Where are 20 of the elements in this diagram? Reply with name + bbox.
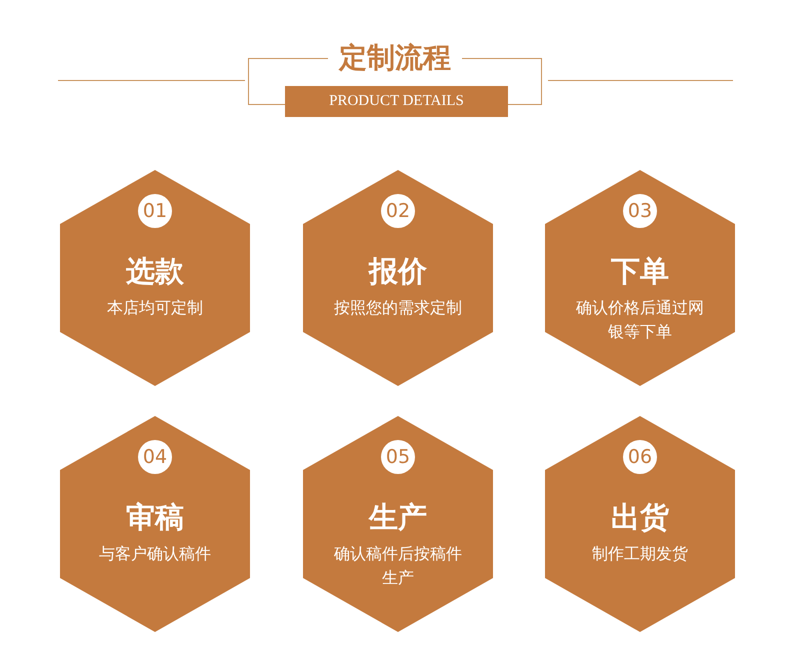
step-description: 确认稿件后按稿件生产 bbox=[333, 543, 463, 589]
hexagon-card bbox=[545, 170, 735, 386]
step-description: 制作工期发货 bbox=[591, 543, 689, 565]
step-title: 选款 bbox=[125, 253, 185, 290]
title: 定制流程 bbox=[338, 40, 452, 76]
step-description: 与客户确认稿件 bbox=[98, 543, 212, 565]
step-description: 确认价格后通过网银等下单 bbox=[575, 297, 705, 343]
hexagon-card bbox=[303, 170, 493, 386]
hexagon-card bbox=[545, 416, 735, 632]
step-title: 生产 bbox=[367, 499, 428, 536]
hexagon-card bbox=[303, 416, 493, 632]
hexagon-card bbox=[60, 170, 250, 386]
step-title: 下单 bbox=[610, 253, 670, 290]
step-title: 审稿 bbox=[125, 499, 185, 536]
step-description: 按照您的需求定制 bbox=[333, 297, 463, 319]
step-description: 本店均可定制 bbox=[106, 297, 204, 319]
step-title: 报价 bbox=[367, 253, 428, 290]
subtitle-banner: PRODUCT DETAILS bbox=[285, 86, 508, 117]
step-title: 出货 bbox=[610, 499, 670, 536]
hexagon-card bbox=[60, 416, 250, 632]
